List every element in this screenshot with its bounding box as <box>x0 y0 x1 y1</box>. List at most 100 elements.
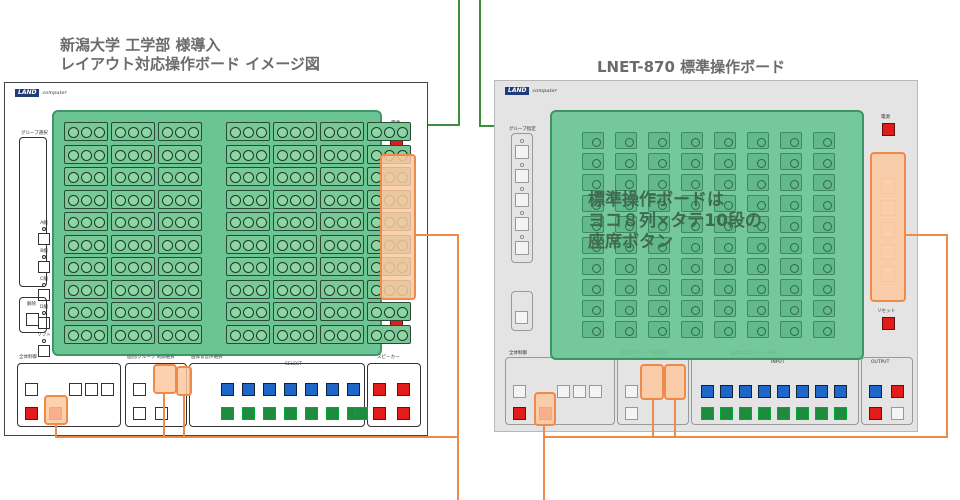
seat-button[interactable] <box>681 237 703 254</box>
seat-button[interactable] <box>273 234 317 254</box>
seat-button[interactable] <box>582 195 604 212</box>
seat-button[interactable] <box>681 321 703 338</box>
seat-button[interactable] <box>714 300 736 317</box>
av-source-blue[interactable] <box>305 383 318 396</box>
seat-button[interactable] <box>158 167 202 186</box>
seat-button[interactable] <box>273 122 317 141</box>
seat-button[interactable] <box>64 324 108 344</box>
seat-button[interactable] <box>681 153 703 170</box>
control-button[interactable] <box>557 385 570 398</box>
seat-button[interactable] <box>158 234 202 254</box>
av-source-blue[interactable] <box>326 383 339 396</box>
group-button[interactable] <box>515 241 529 255</box>
seat-button[interactable] <box>158 212 202 231</box>
individual-button[interactable] <box>155 407 168 420</box>
seat-button[interactable] <box>273 212 317 231</box>
seat-button[interactable] <box>714 279 736 296</box>
input-green[interactable] <box>777 407 790 420</box>
av-source-blue[interactable] <box>242 383 255 396</box>
seat-button[interactable] <box>714 216 736 233</box>
seat-button[interactable] <box>64 144 108 164</box>
seat-button[interactable] <box>273 257 317 276</box>
seat-button[interactable] <box>747 279 769 296</box>
input-green[interactable] <box>758 407 771 420</box>
seat-button[interactable] <box>367 302 411 321</box>
seat-button[interactable] <box>780 216 802 233</box>
av-source-green[interactable] <box>305 407 318 420</box>
av-source-blue[interactable] <box>284 383 297 396</box>
right-release-button[interactable] <box>515 311 528 324</box>
seat-button[interactable] <box>320 257 364 276</box>
group-button[interactable] <box>38 261 50 273</box>
input-green[interactable] <box>701 407 714 420</box>
seat-button[interactable] <box>64 167 108 186</box>
seat-button[interactable] <box>648 153 670 170</box>
input-blue[interactable] <box>739 385 752 398</box>
seat-button[interactable] <box>780 279 802 296</box>
seat-button[interactable] <box>780 258 802 275</box>
speaker-button[interactable] <box>373 383 386 396</box>
seat-button[interactable] <box>747 321 769 338</box>
control-button[interactable] <box>69 383 82 396</box>
input-blue[interactable] <box>701 385 714 398</box>
seat-button[interactable] <box>582 132 604 149</box>
control-button[interactable] <box>85 383 98 396</box>
control-button-red[interactable] <box>513 407 526 420</box>
seat-button[interactable] <box>64 279 108 299</box>
seat-button[interactable] <box>780 321 802 338</box>
group-button[interactable] <box>38 233 50 245</box>
av-source-green[interactable] <box>326 407 339 420</box>
input-green[interactable] <box>720 407 733 420</box>
seat-button[interactable] <box>648 132 670 149</box>
seat-button[interactable] <box>681 279 703 296</box>
seat-button[interactable] <box>226 144 270 164</box>
seat-button[interactable] <box>582 174 604 191</box>
seat-button[interactable] <box>273 144 317 164</box>
seat-button[interactable] <box>111 279 155 299</box>
seat-button[interactable] <box>226 302 270 321</box>
seat-button[interactable] <box>64 302 108 321</box>
seat-button[interactable] <box>615 153 637 170</box>
seat-button[interactable] <box>273 302 317 321</box>
seat-button[interactable] <box>320 212 364 231</box>
av-source-green[interactable] <box>284 407 297 420</box>
seat-button[interactable] <box>681 195 703 212</box>
seat-button[interactable] <box>226 167 270 186</box>
seat-button[interactable] <box>648 300 670 317</box>
seat-button[interactable] <box>226 324 270 344</box>
seat-button[interactable] <box>648 216 670 233</box>
seat-button[interactable] <box>714 174 736 191</box>
seat-button[interactable] <box>615 174 637 191</box>
right-reset-button[interactable] <box>882 317 895 330</box>
seat-button[interactable] <box>747 237 769 254</box>
seat-button[interactable] <box>615 321 637 338</box>
seat-button[interactable] <box>582 153 604 170</box>
seat-button[interactable] <box>64 122 108 141</box>
seat-button[interactable] <box>813 237 835 254</box>
input-blue[interactable] <box>777 385 790 398</box>
seat-button[interactable] <box>320 122 364 141</box>
seat-button[interactable] <box>320 167 364 186</box>
seat-button[interactable] <box>158 144 202 164</box>
seat-button[interactable] <box>747 195 769 212</box>
input-blue[interactable] <box>834 385 847 398</box>
seat-button[interactable] <box>111 189 155 209</box>
seat-button[interactable] <box>320 324 364 344</box>
seat-button[interactable] <box>582 300 604 317</box>
seat-button[interactable] <box>747 216 769 233</box>
seat-button[interactable] <box>813 153 835 170</box>
output-button[interactable] <box>891 407 904 420</box>
seat-button[interactable] <box>158 279 202 299</box>
seat-button[interactable] <box>582 321 604 338</box>
input-blue[interactable] <box>796 385 809 398</box>
speaker-button[interactable] <box>397 383 410 396</box>
seat-button[interactable] <box>111 257 155 276</box>
seat-button[interactable] <box>273 279 317 299</box>
seat-button[interactable] <box>615 300 637 317</box>
seat-button[interactable] <box>226 257 270 276</box>
seat-button[interactable] <box>111 234 155 254</box>
seat-button[interactable] <box>714 195 736 212</box>
seat-button[interactable] <box>681 132 703 149</box>
seat-button[interactable] <box>780 174 802 191</box>
group-button[interactable] <box>515 217 529 231</box>
